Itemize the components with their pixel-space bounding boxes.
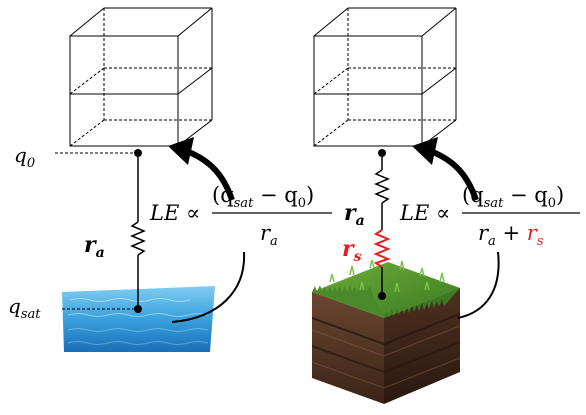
right-formula-numerator: (qsat − q0) [462,183,564,211]
left-panel: q0 qsat ra LE ∝ [8,7,332,352]
qsat-label: qsat [8,294,41,322]
right-formula-lhs: LE ∝ [399,201,450,225]
left-formula-denominator: ra [260,221,278,249]
right-arrow-head [412,137,438,165]
right-ra-label: ra [344,200,365,229]
left-arrow-lower [171,251,246,323]
left-formula: LE ∝ (qsat − q0) ra [149,183,332,249]
right-formula: LE ∝ (qsat − q0) ra + rs [399,183,580,249]
water-surface [62,286,215,352]
right-air-cube [313,7,457,147]
left-ra-label: ra [84,232,105,261]
right-panel: ra rs LE ∝ (qsat − q0) ra + rs [311,7,580,404]
left-formula-numerator: (qsat − q0) [212,183,314,211]
surface-resistance-spring [373,229,391,268]
right-formula-denominator: ra + rs [478,221,544,249]
left-top-node [134,149,142,157]
left-air-cube [69,7,213,147]
right-bottom-node [378,292,386,300]
right-rs-label: rs [342,236,362,265]
right-resistance-line [373,153,391,296]
right-arrow-lower [457,251,500,319]
left-bottom-node [134,305,142,313]
left-arrow-head [168,137,194,165]
left-resistance-line [130,153,146,309]
soil-block [311,259,461,404]
q0-label: q0 [14,143,35,171]
left-formula-lhs: LE ∝ [149,201,200,225]
right-top-node [378,149,386,157]
